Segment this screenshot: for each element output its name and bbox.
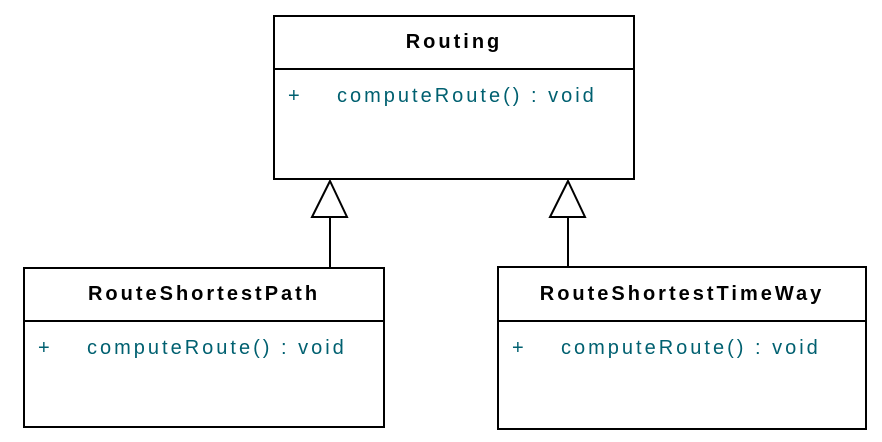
method-signature: computeRoute() : void [337, 84, 597, 107]
method-visibility: + [288, 84, 303, 107]
class-name-route-shortest-path: RouteShortestPath [25, 269, 383, 322]
class-box-route-shortest-path: RouteShortestPath + computeRoute() : voi… [23, 267, 385, 428]
method-visibility: + [512, 336, 527, 359]
inheritance-triangle-right-icon [548, 178, 587, 218]
method-row: + computeRoute() : void [512, 334, 865, 362]
class-name-route-shortest-time-way: RouteShortestTimeWay [499, 268, 865, 322]
class-box-route-shortest-time-way: RouteShortestTimeWay + computeRoute() : … [497, 266, 867, 430]
method-row: + computeRoute() : void [288, 82, 633, 110]
method-visibility: + [38, 336, 53, 359]
class-body-route-shortest-time-way: + computeRoute() : void [499, 322, 865, 362]
class-box-routing: Routing + computeRoute() : void [273, 15, 635, 180]
method-signature: computeRoute() : void [561, 336, 821, 359]
method-signature: computeRoute() : void [87, 336, 347, 359]
class-body-route-shortest-path: + computeRoute() : void [25, 322, 383, 362]
class-body-routing: + computeRoute() : void [275, 70, 633, 110]
inheritance-triangle-left-icon [310, 178, 349, 218]
generalization-edge-left [310, 178, 349, 268]
method-row: + computeRoute() : void [38, 334, 383, 362]
class-name-routing: Routing [275, 17, 633, 70]
generalization-edge-right [548, 178, 587, 267]
